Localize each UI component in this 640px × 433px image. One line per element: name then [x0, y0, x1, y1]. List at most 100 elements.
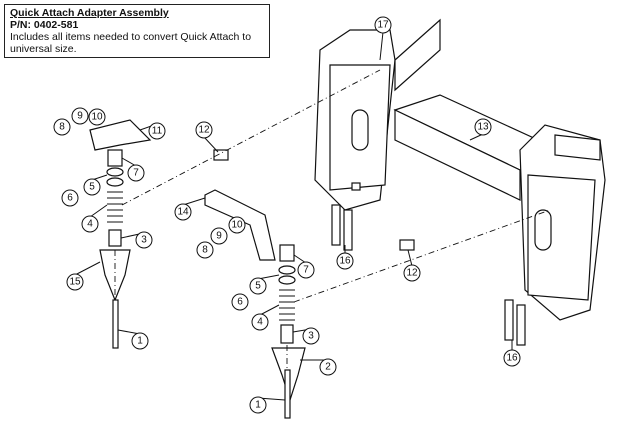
callout-2: 2	[319, 358, 337, 376]
callout-circle	[127, 164, 145, 182]
callout-8: 8	[196, 241, 214, 259]
callout-circle	[88, 108, 106, 126]
callout-1: 1	[131, 332, 149, 350]
callout-label: 14	[177, 207, 189, 218]
callout-16: 16	[503, 349, 521, 367]
right-mount-plate	[519, 124, 606, 321]
callout-circle	[81, 215, 99, 233]
leader-lines	[74, 31, 513, 401]
callout-label: 4	[257, 317, 263, 328]
callout-circle	[66, 273, 84, 291]
callout-1: 1	[249, 396, 267, 414]
callout-circle	[83, 178, 101, 196]
callout-label: 7	[133, 168, 139, 179]
callout-label: 10	[91, 112, 103, 123]
callout-circle	[231, 293, 249, 311]
callout-12: 12	[403, 264, 421, 282]
callout-circle	[374, 16, 392, 34]
callout-6: 6	[231, 293, 249, 311]
callout-label: 9	[216, 231, 222, 242]
callout-7: 7	[297, 261, 315, 279]
callout-label: 13	[477, 122, 489, 133]
callout-8: 8	[53, 118, 71, 136]
callout-label: 7	[303, 265, 309, 276]
assembly-title: Quick Attach Adapter Assembly	[10, 7, 169, 19]
callout-label: 12	[198, 125, 210, 136]
callout-label: 2	[325, 362, 331, 373]
callout-label: 16	[339, 256, 351, 267]
callout-label: 1	[255, 400, 261, 411]
callout-circle	[251, 313, 269, 331]
spring-12	[399, 239, 415, 251]
callout-circle	[297, 261, 315, 279]
callout-circle	[249, 277, 267, 295]
callout-label: 3	[308, 331, 314, 342]
callout-4: 4	[251, 313, 269, 331]
bracket-16	[343, 209, 353, 251]
callout-12: 12	[195, 121, 213, 139]
callout-5: 5	[249, 277, 267, 295]
alignment-line	[293, 209, 551, 303]
callout-17: 17	[374, 16, 392, 34]
callout-label: 15	[69, 277, 81, 288]
callout-label: 17	[377, 20, 389, 31]
callout-14: 14	[174, 203, 192, 221]
callout-circle	[174, 203, 192, 221]
callout-circle	[131, 332, 149, 350]
callout-circle	[503, 349, 521, 367]
callout-label: 16	[506, 353, 518, 364]
callout-circle	[196, 241, 214, 259]
callout-circle	[319, 358, 337, 376]
callout-label: 6	[67, 193, 73, 204]
left-mount-plate	[314, 18, 441, 211]
spring-12	[213, 149, 229, 161]
callout-label: 8	[202, 245, 208, 256]
bracket-16	[504, 299, 514, 341]
callout-circle	[403, 264, 421, 282]
callout-circle	[61, 189, 79, 207]
bracket-16	[331, 204, 341, 246]
callout-label: 10	[231, 220, 243, 231]
assembly-info-box: Quick Attach Adapter Assembly P/N: 0402-…	[4, 4, 270, 58]
callout-16: 16	[336, 252, 354, 270]
callout-10: 10	[228, 216, 246, 234]
callout-label: 6	[237, 297, 243, 308]
callout-label: 8	[59, 122, 65, 133]
assembly-description: Includes all items needed to convert Qui…	[10, 31, 252, 55]
left-latch-assembly	[89, 119, 152, 349]
callout-11: 11	[148, 122, 166, 140]
callout-7: 7	[127, 164, 145, 182]
callout-label: 11	[152, 126, 163, 137]
callout-label: 12	[406, 268, 418, 279]
callout-label: 5	[255, 281, 261, 292]
callout-label: 4	[87, 219, 93, 230]
callout-circle	[336, 252, 354, 270]
callout-circle	[302, 327, 320, 345]
alignment-line	[114, 250, 288, 370]
callout-circle	[53, 118, 71, 136]
callout-10: 10	[88, 108, 106, 126]
part-number: P/N: 0402-581	[10, 19, 79, 31]
right-latch-assembly	[204, 189, 306, 419]
callout-circle	[474, 118, 492, 136]
callout-4: 4	[81, 215, 99, 233]
callout-9: 9	[71, 107, 89, 125]
callout-circle	[71, 107, 89, 125]
callout-circle	[148, 122, 166, 140]
callout-6: 6	[61, 189, 79, 207]
callout-3: 3	[302, 327, 320, 345]
callout-circle	[195, 121, 213, 139]
callout-circle	[249, 396, 267, 414]
callout-circle	[210, 227, 228, 245]
alignment-line	[121, 69, 381, 206]
callout-circle	[135, 231, 153, 249]
bracket-16	[516, 304, 526, 346]
callout-circle	[228, 216, 246, 234]
callout-label: 5	[89, 182, 95, 193]
callout-5: 5	[83, 178, 101, 196]
callout-13: 13	[474, 118, 492, 136]
callout-label: 9	[77, 111, 83, 122]
